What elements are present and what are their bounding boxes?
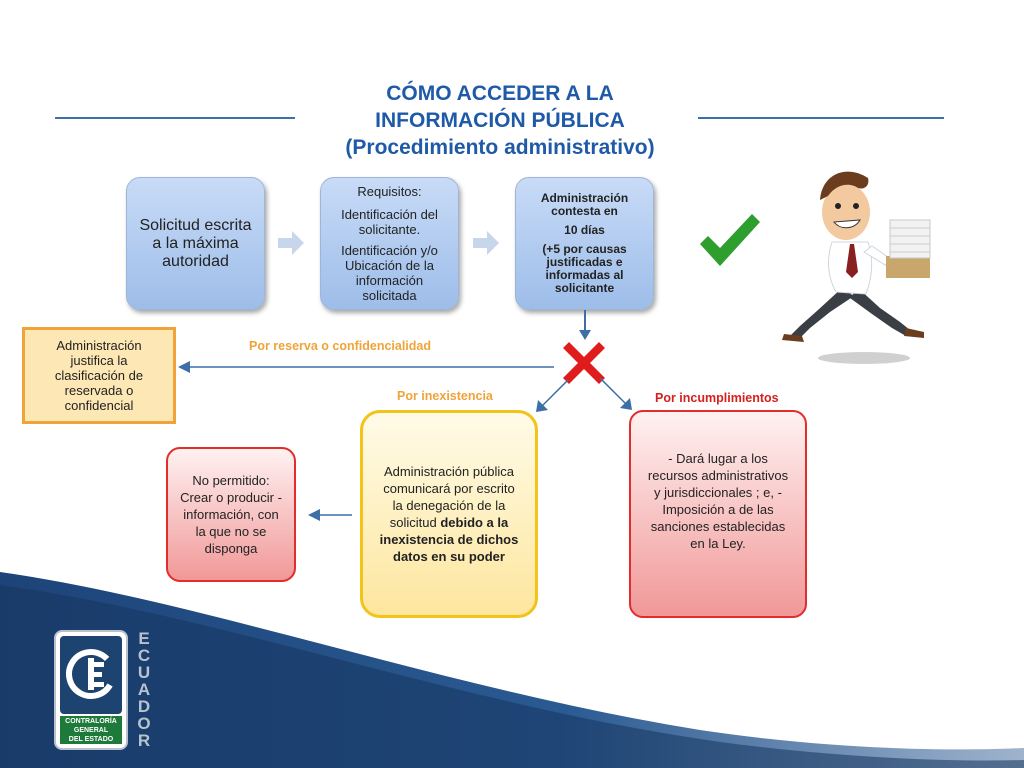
step-solicitud: Solicitud escrita a la máxima autoridad	[126, 177, 265, 310]
arrow-left-small-icon	[308, 509, 352, 521]
administracion-line-1: Administración contesta en	[540, 191, 629, 218]
box-reserva-text: Administración justifica la clasificació…	[54, 338, 144, 413]
box-reserva: Administración justifica la clasificació…	[22, 327, 176, 424]
label-por-incumplimientos: Por incumplimientos	[655, 391, 779, 405]
administracion-line-3: (+5 por causas justificadas e informadas…	[542, 242, 627, 295]
logo-line-2: GENERAL	[73, 727, 109, 734]
requisitos-heading: Requisitos:	[357, 184, 422, 199]
logo-text-block: CONTRALORÍA GENERAL DEL ESTADO	[60, 716, 122, 744]
page-title: CÓMO ACCEDER A LA INFORMACIÓN PÚBLICA (P…	[300, 80, 700, 161]
arrow-diagonal-right-icon	[599, 377, 632, 410]
inexistencia-text-bold: debido a la inexistencia de dichos datos…	[379, 515, 519, 564]
arrow-left-icon	[178, 361, 554, 373]
box-no-permitido: No permitido: Crear o producir - informa…	[166, 447, 296, 582]
title-rule-right	[698, 117, 944, 119]
step-solicitud-text: Solicitud escrita a la máxima autoridad	[139, 216, 252, 270]
arrow-right-icon	[473, 231, 499, 255]
running-man-illustration	[782, 171, 931, 364]
step-requisitos: Requisitos: Identificación del solicitan…	[320, 177, 459, 310]
arrow-down-icon	[579, 310, 591, 340]
label-por-inexistencia: Por inexistencia	[397, 389, 493, 403]
title-rule-left	[55, 117, 295, 119]
cross-icon	[563, 342, 605, 384]
administracion-line-2: 10 días	[564, 223, 605, 237]
requisitos-item-1: Identificación del solicitante.	[341, 207, 438, 237]
arrow-diagonal-left-icon	[536, 379, 569, 412]
check-icon	[700, 214, 760, 266]
requisitos-item-2: Identificación y/o Ubicación de la infor…	[341, 243, 438, 303]
box-incumplimientos: - Dará lugar a los recursos administrati…	[629, 410, 807, 618]
title-line-3: (Procedimiento administrativo)	[345, 136, 655, 159]
label-por-reserva: Por reserva o confidencialidad	[249, 339, 432, 353]
step-administracion: Administración contesta en 10 días (+5 p…	[515, 177, 654, 310]
logo-ce-icon	[66, 649, 116, 699]
title-line-1: CÓMO ACCEDER A LA	[386, 82, 614, 105]
logo-emblem	[60, 636, 122, 714]
logo-vertical-text: ECUADOR	[137, 629, 151, 750]
title-line-2: INFORMACIÓN PÚBLICA	[375, 109, 625, 132]
logo-line-3: DEL ESTADO	[68, 736, 114, 743]
arrow-right-icon	[278, 231, 304, 255]
box-incumplimientos-text: - Dará lugar a los recursos administrati…	[647, 451, 789, 551]
contraloria-logo: CONTRALORÍA GENERAL DEL ESTADO	[56, 632, 126, 748]
logo-line-1: CONTRALORÍA	[65, 718, 117, 725]
inexistencia-text-normal: Administración pública comunicará por es…	[383, 464, 515, 530]
box-inexistencia-text: Administración pública comunicará por es…	[377, 463, 521, 565]
box-inexistencia: Administración pública comunicará por es…	[360, 410, 538, 618]
box-no-permitido-text: No permitido: Crear o producir - informa…	[180, 473, 282, 556]
